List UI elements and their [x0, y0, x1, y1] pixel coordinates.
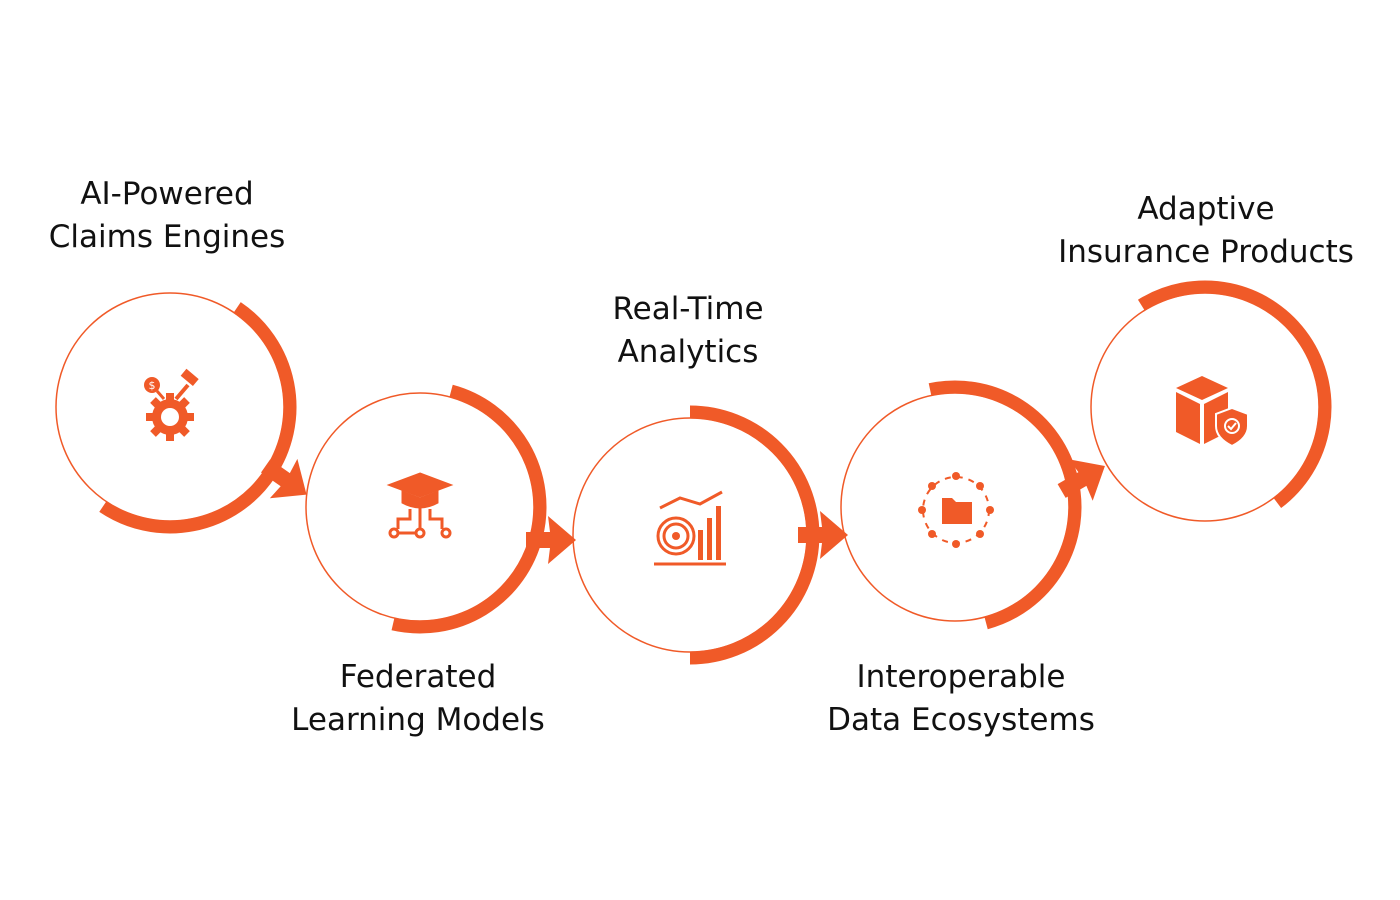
graduation-cap-network-icon — [386, 472, 454, 539]
svg-text:$: $ — [149, 379, 156, 392]
step-5-progress-arc — [1137, 280, 1332, 509]
flow-arrow-2 — [526, 516, 576, 564]
folder-network-icon — [918, 472, 994, 548]
flow-arrow-1 — [261, 458, 307, 499]
box-shield-icon — [1176, 376, 1249, 448]
flow-arrow-3 — [798, 511, 848, 559]
dashboard-chart-icon — [654, 490, 726, 566]
gear-gavel-dollar-icon: $ — [144, 368, 199, 441]
flow-arrow-4 — [1057, 459, 1105, 501]
